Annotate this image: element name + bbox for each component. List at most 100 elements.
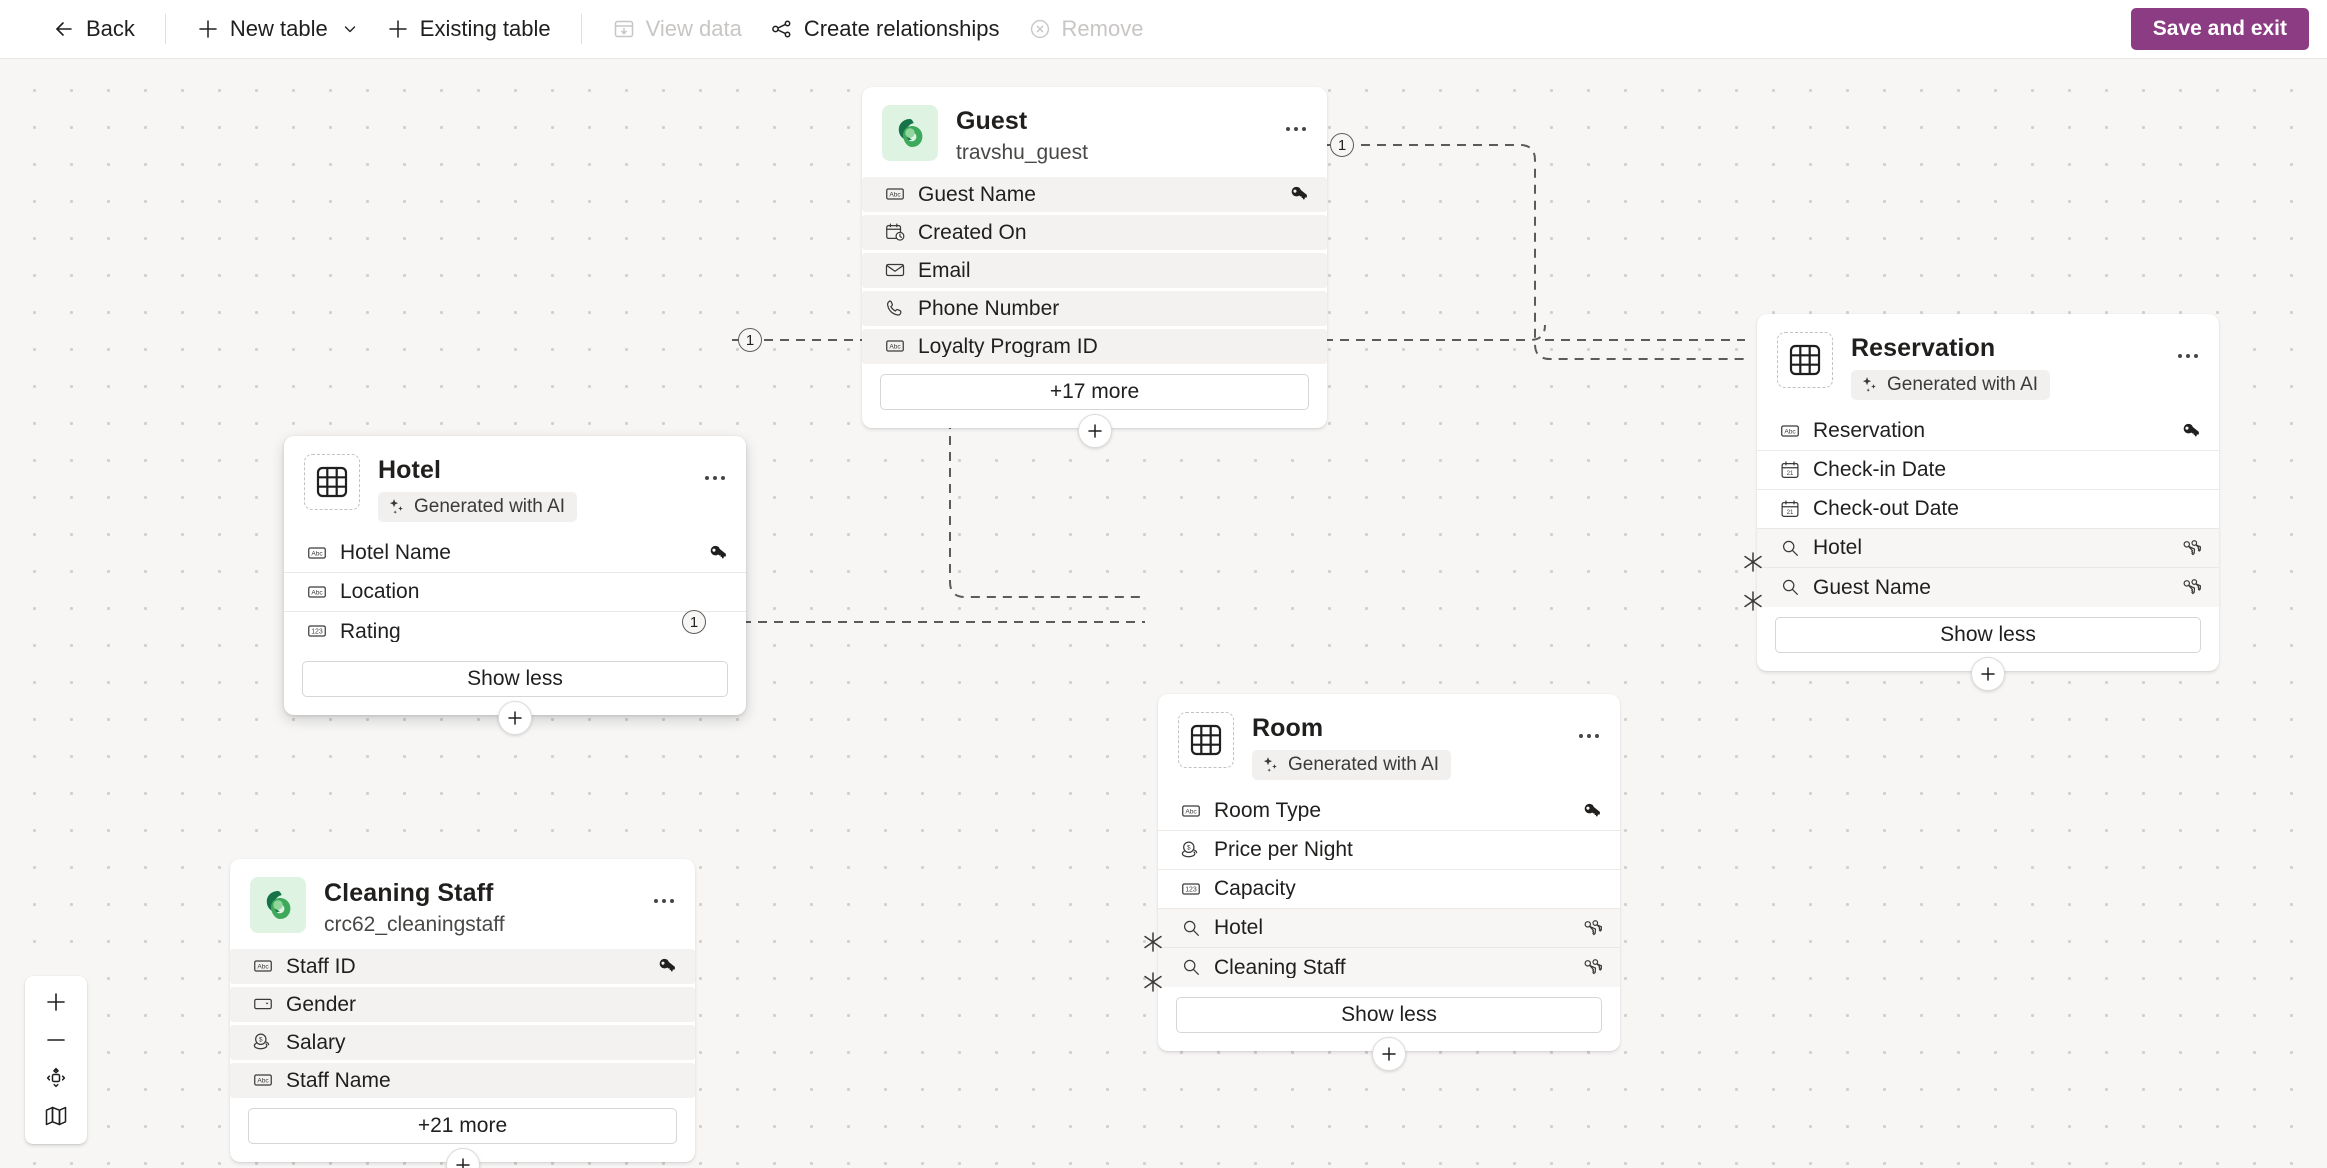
table-card-header[interactable]: Hotel Generated with AI [284,436,746,534]
table-field-row[interactable]: Abc Guest Name [862,176,1327,212]
cardinality-badge-one: 1 [682,610,706,634]
map-icon [43,1103,69,1132]
erd-canvas[interactable]: 1 1 1 Guest travshu_guest Abc Guest Name… [0,59,2327,1168]
primary-key-icon [1291,187,1307,200]
relationship-icon [770,17,794,41]
table-card-more-menu-button[interactable] [2171,342,2205,370]
text-icon: Abc [882,335,908,357]
table-card-heading: Room Generated with AI [1252,712,1604,780]
table-field-row[interactable]: Cleaning Staff [1158,947,1620,987]
table-field-row[interactable]: Abc Staff ID [230,948,695,984]
text-icon: Abc [304,542,330,564]
existing-table-button[interactable]: Existing table [372,9,565,49]
add-column-button[interactable] [1971,656,2005,691]
remove-button[interactable]: Remove [1014,9,1158,49]
relationship-key-icon [1584,959,1603,975]
field-name: Email [918,259,971,281]
relationship-key-icon [2183,539,2202,555]
view-data-button[interactable]: View data [598,9,756,49]
table-field-row[interactable]: Abc Loyalty Program ID [862,328,1327,364]
table-field-row[interactable]: Guest Name [1757,567,2219,607]
connector-guest-reservation [1345,144,1745,360]
table-field-row[interactable]: Hotel [1757,528,2219,568]
table-grid-icon [1789,344,1821,376]
table-card-cleaning-staff[interactable]: Cleaning Staff crc62_cleaningstaff Abc S… [230,859,695,1168]
add-column-button[interactable] [445,1147,480,1168]
table-card-expand-button[interactable]: Show less [1775,616,2201,653]
table-field-row[interactable]: Phone Number [862,290,1327,326]
back-button[interactable]: Back [38,9,149,49]
plus-icon [508,710,522,725]
table-field-row[interactable]: 21 Check-out Date [1757,490,2219,529]
table-card-header[interactable]: Cleaning Staff crc62_cleaningstaff [230,859,695,949]
field-name: Check-in Date [1813,459,1947,480]
table-card-expand-button[interactable]: Show less [302,660,728,697]
table-card-more-menu-button[interactable] [1572,722,1606,750]
table-field-row[interactable]: Abc Location [284,573,746,612]
zoom-in-button[interactable] [31,985,81,1021]
svg-text:$: $ [1187,844,1191,851]
field-name: Staff Name [286,1069,391,1091]
table-field-row[interactable]: 21 Check-in Date [1757,451,2219,490]
table-field-row[interactable]: Abc Reservation [1757,412,2219,451]
table-field-row[interactable]: 123 Rating [284,612,746,651]
table-card-header[interactable]: Reservation Generated with AI [1757,314,2219,412]
save-and-exit-button[interactable]: Save and exit [2130,8,2309,50]
table-field-row[interactable]: Created On [862,214,1327,250]
ellipsis-dot [662,899,666,903]
table-card-more-menu-button[interactable] [647,887,681,915]
table-field-row[interactable]: 123 Capacity [1158,870,1620,909]
table-name: Reservation [1851,334,1996,362]
table-card-more-menu-button[interactable] [1279,115,1313,143]
svg-text:Abc: Abc [889,192,901,199]
table-card-reservation[interactable]: Reservation Generated with AI Abc Reserv… [1757,314,2219,691]
table-field-row[interactable]: Abc Room Type [1158,792,1620,831]
minimap-button[interactable] [31,1099,81,1135]
field-name: Salary [286,1031,346,1053]
table-card-heading: Guest travshu_guest [956,105,1311,165]
zoom-out-button[interactable] [31,1023,81,1059]
relationship-key-icon [1584,919,1603,935]
table-card-more-menu-button[interactable] [698,464,732,492]
table-card-expand-button[interactable]: +21 more [248,1107,677,1144]
number-icon: 123 [304,620,330,642]
table-field-row[interactable]: Hotel [1158,908,1620,948]
table-field-list: Abc Staff ID Gender $ Salary Abc Staff N… [230,948,695,1098]
ellipsis-dot [670,899,674,903]
view-data-icon [612,17,636,41]
svg-text:Abc: Abc [311,589,323,596]
primary-key-icon [1584,803,1600,816]
add-column-button[interactable] [1077,413,1112,448]
table-card-expand-button[interactable]: Show less [1176,996,1602,1033]
table-field-row[interactable]: $ Salary [230,1024,695,1060]
table-card-header[interactable]: Room Generated with AI [1158,694,1620,792]
cardinality-marker-many [1740,588,1766,614]
ellipsis-dot [713,476,717,480]
new-table-label: New table [229,16,328,41]
fit-to-view-button[interactable] [31,1061,81,1097]
datetime-icon [882,221,908,243]
add-column-button[interactable] [1372,1036,1406,1071]
new-table-button[interactable]: New table [182,9,372,49]
table-card-guest[interactable]: Guest travshu_guest Abc Guest Name Creat… [862,87,1327,448]
ai-generated-badge: Generated with AI [378,491,578,522]
table-field-row[interactable]: Abc Staff Name [230,1062,695,1098]
table-field-row[interactable]: Email [862,252,1327,288]
table-field-row[interactable]: Abc Hotel Name [284,534,746,573]
add-column-button[interactable] [498,700,532,735]
dataverse-icon [898,119,923,147]
table-name: Room [1252,714,1324,742]
create-relationships-button[interactable]: Create relationships [756,9,1014,49]
table-card-hotel[interactable]: Hotel Generated with AI Abc Hotel Name A… [284,436,746,735]
primary-key-icon [1578,800,1606,822]
table-card-room[interactable]: Room Generated with AI Abc Room Type $ P… [1158,694,1620,1071]
lookup-icon [1777,537,1803,559]
plus-icon [1382,1046,1396,1061]
table-field-row[interactable]: Gender [230,986,695,1022]
table-card-expand-button[interactable]: +17 more [880,373,1309,410]
table-field-row[interactable]: $ Price per Night [1158,831,1620,870]
remove-label: Remove [1061,16,1144,41]
table-card-header[interactable]: Guest travshu_guest [862,87,1327,177]
relationship-key-icon [2177,576,2205,598]
table-field-list: Abc Guest Name Created On Email Phone Nu… [862,176,1327,364]
